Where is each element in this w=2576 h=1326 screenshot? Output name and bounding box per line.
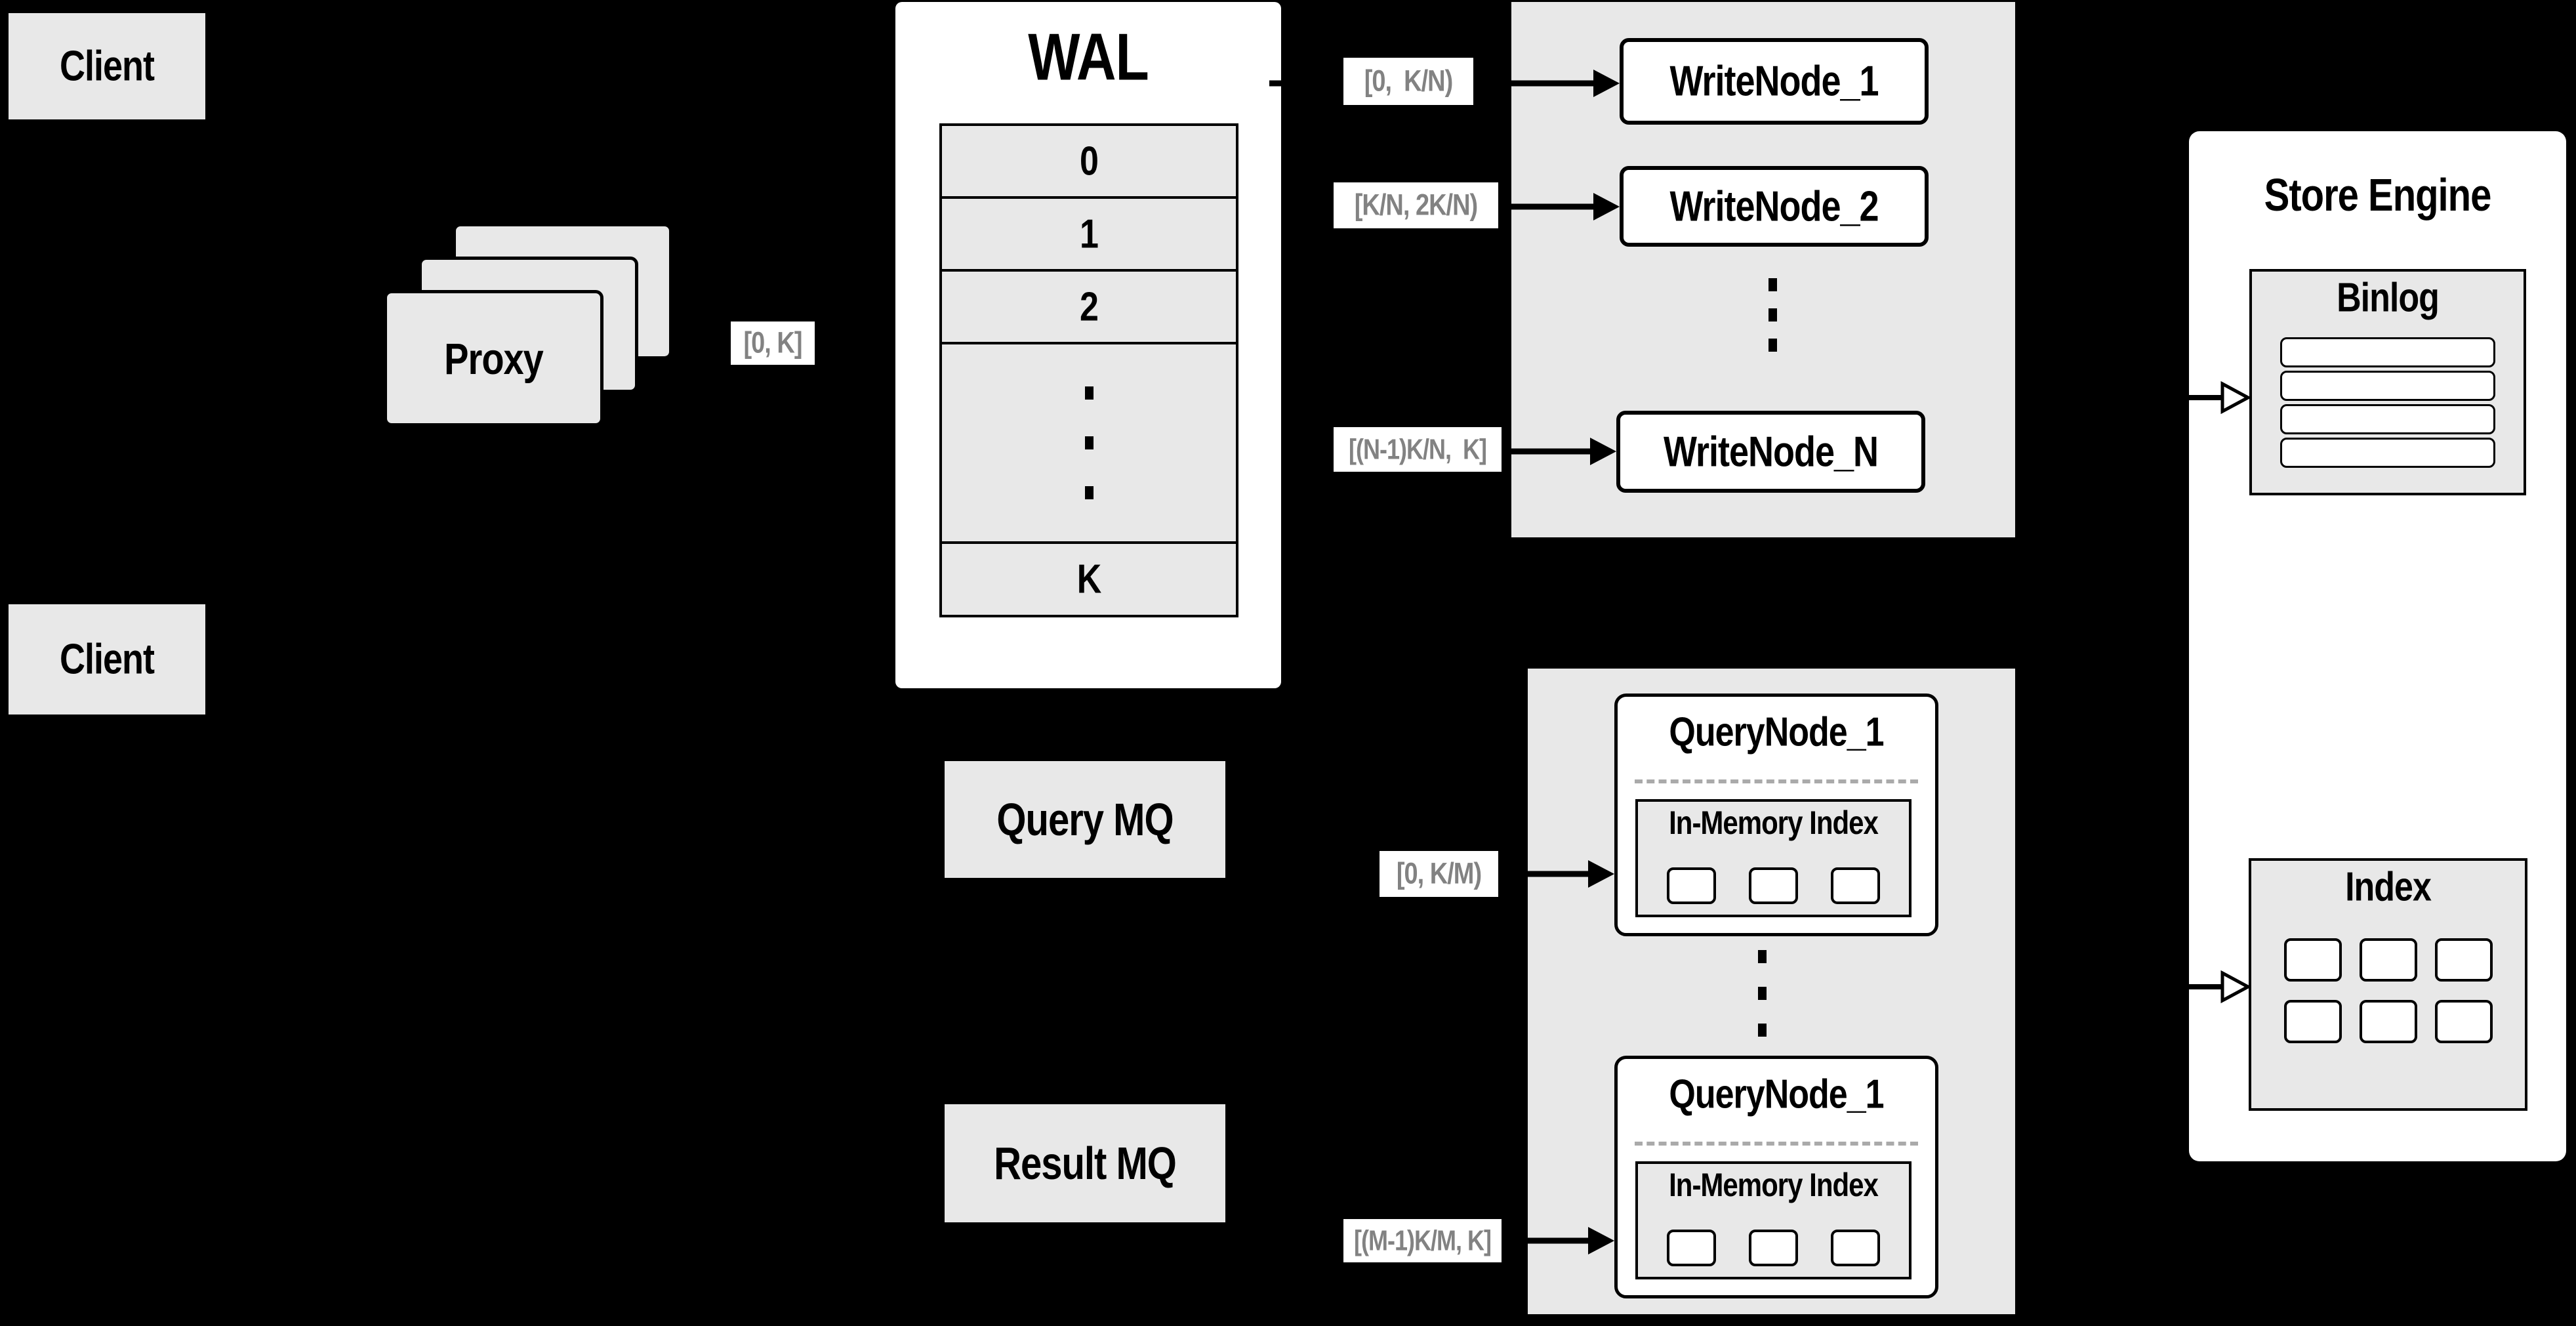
- vertical-ellipsis-icon: [1084, 386, 1094, 400]
- index-segment: [2434, 1000, 2493, 1043]
- arrow-shaft: [1505, 448, 1593, 455]
- arrow-into-index: [2189, 970, 2251, 1004]
- arrow-shaft: [1505, 1237, 1591, 1244]
- binlog-segment: [2280, 371, 2495, 401]
- write-node-n: WriteNode_N: [1616, 411, 1925, 493]
- binlog-segment: [2280, 404, 2495, 434]
- dashed-divider: [1635, 779, 1918, 783]
- hollow-arrowhead-icon: [2220, 970, 2251, 1004]
- in-memory-index-box-bottom: In-Memory Index: [1635, 1161, 1912, 1279]
- index-segments: [1638, 867, 1909, 904]
- vertical-ellipsis-icon: [1084, 436, 1094, 449]
- index-segments: [2251, 938, 2525, 1043]
- hollow-arrowhead-icon: [2220, 381, 2251, 415]
- result-mq-node: Result MQ: [945, 1104, 1225, 1222]
- vertical-ellipsis-icon: [1768, 308, 1777, 321]
- index-segment: [1831, 1230, 1880, 1266]
- wal-row-k: K: [939, 541, 1238, 617]
- arrowhead-icon: [1590, 438, 1616, 465]
- wal-row-2: 2: [939, 269, 1238, 344]
- arrow-shaft: [2189, 984, 2223, 989]
- query-node-bottom: QueryNode_1 In-Memory Index: [1614, 1056, 1938, 1298]
- query-node-top: QueryNode_1 In-Memory Index: [1614, 694, 1938, 936]
- arrow-shaft: [1505, 203, 1596, 210]
- query-node-top-title: QueryNode_1: [1669, 709, 1884, 755]
- arrow-to-querynode-bottom: [1505, 1227, 1614, 1254]
- wal-title: WAL: [1028, 20, 1149, 94]
- index-segment: [2283, 1000, 2342, 1043]
- arrow-to-writenode2: [1505, 193, 1620, 220]
- arrowhead-icon: [1593, 70, 1620, 97]
- arrow-into-binlog: [2189, 381, 2251, 415]
- wal-segment-table: 0 1 2 K: [939, 123, 1238, 617]
- in-memory-index-title: In-Memory Index: [1669, 1166, 1879, 1203]
- range-label-query-node-1: [0, K/M): [1380, 851, 1498, 897]
- write-cluster-ellipsis: [1768, 278, 1777, 352]
- client-node-top: Client: [9, 13, 205, 119]
- arrowhead-icon: [1588, 860, 1614, 888]
- index-segment: [2359, 1000, 2417, 1043]
- index-box: Index: [2249, 858, 2527, 1111]
- range-label-write-node-n: [(N-1)K/N, K]: [1334, 427, 1502, 472]
- range-label-write-node-2: [K/N, 2K/N): [1334, 182, 1498, 228]
- vertical-ellipsis-icon: [1758, 1024, 1767, 1037]
- vertical-ellipsis-icon: [1768, 339, 1777, 352]
- range-label-query-node-m: [(M-1)K/M, K]: [1343, 1219, 1502, 1262]
- proxy-node: Proxy: [384, 290, 603, 426]
- arrow-shaft: [2189, 395, 2223, 400]
- binlog-title: Binlog: [2337, 275, 2440, 321]
- index-segment: [1667, 867, 1716, 904]
- binlog-segment: [2280, 438, 2495, 468]
- index-segments: [1638, 1230, 1909, 1266]
- binlog-segments: [2252, 337, 2524, 468]
- wal-row-ellipsis: [939, 342, 1238, 544]
- dashed-divider: [1635, 1142, 1918, 1146]
- client-bottom-label: Client: [59, 636, 155, 683]
- index-title: Index: [2345, 864, 2432, 910]
- index-segment: [2283, 938, 2342, 982]
- vertical-ellipsis-icon: [1758, 950, 1767, 963]
- client-node-bottom: Client: [9, 604, 205, 715]
- index-segment: [1749, 1230, 1798, 1266]
- arrow-to-querynode-top: [1502, 860, 1614, 888]
- wal-panel: WAL 0 1 2 K: [895, 2, 1281, 688]
- index-segment: [1749, 867, 1798, 904]
- index-segment: [1831, 867, 1880, 904]
- write-node-2: WriteNode_2: [1620, 166, 1929, 247]
- arrowhead-icon: [1588, 1227, 1614, 1254]
- query-mq-node: Query MQ: [945, 761, 1225, 878]
- arrowhead-icon: [1593, 193, 1620, 220]
- vertical-ellipsis-icon: [1758, 987, 1767, 1000]
- in-memory-index-title: In-Memory Index: [1669, 804, 1879, 841]
- binlog-segment: [2280, 337, 2495, 367]
- proxy-label: Proxy: [444, 333, 544, 383]
- vertical-ellipsis-icon: [1084, 486, 1094, 499]
- binlog-box: Binlog: [2249, 269, 2526, 495]
- write-node-1: WriteNode_1: [1620, 38, 1929, 125]
- arrow-to-writenoden: [1505, 438, 1616, 465]
- index-segment: [1667, 1230, 1716, 1266]
- vertical-ellipsis-icon: [1768, 278, 1777, 291]
- range-label-proxy-out: [0, K]: [731, 321, 815, 365]
- index-segment: [2359, 938, 2417, 982]
- range-label-write-node-1: [0, K/N): [1343, 58, 1473, 105]
- arrow-shaft: [1502, 871, 1591, 877]
- store-engine-title: Store Engine: [2264, 169, 2492, 221]
- query-cluster-ellipsis: [1758, 950, 1767, 1037]
- client-top-label: Client: [59, 43, 155, 90]
- query-node-bottom-title: QueryNode_1: [1669, 1071, 1884, 1117]
- wal-row-1: 1: [939, 196, 1238, 272]
- wal-row-0: 0: [939, 123, 1238, 199]
- index-segment: [2434, 938, 2493, 982]
- store-engine-panel: Store Engine Binlog: [2189, 131, 2566, 1161]
- in-memory-index-box-top: In-Memory Index: [1635, 799, 1912, 917]
